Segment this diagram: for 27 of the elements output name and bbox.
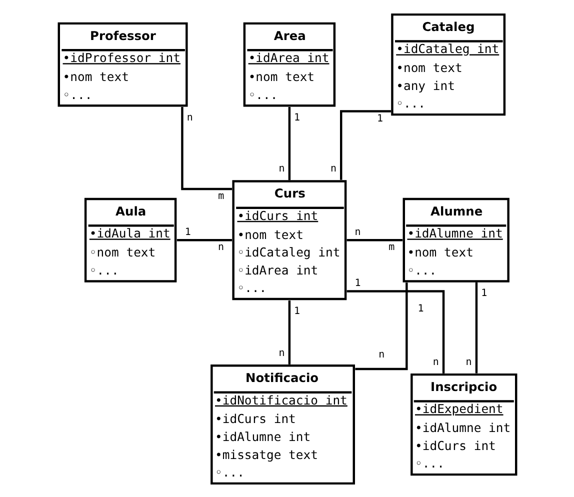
label: n [278,163,284,174]
connector [180,106,232,190]
label: 1 [294,305,300,316]
label: n [432,356,438,368]
connector [346,290,444,373]
label: 1 [480,287,487,298]
connector [474,282,478,373]
label: 1 [184,226,190,238]
label: m [218,190,224,202]
label: 1 [354,278,360,289]
label: n [218,242,224,253]
label: m [388,242,394,253]
label: 1 [417,303,424,314]
label: n [354,226,360,238]
connector [354,282,408,370]
connector [288,300,290,364]
connector [340,110,390,180]
label: n [278,347,284,358]
label: 1 [294,112,300,123]
label: n [330,162,336,174]
label: n [186,112,192,123]
connector [288,106,290,180]
connector [176,238,232,241]
label: 1 [376,112,383,124]
label: n [378,348,384,360]
connector [346,238,402,241]
label: n [465,356,472,368]
